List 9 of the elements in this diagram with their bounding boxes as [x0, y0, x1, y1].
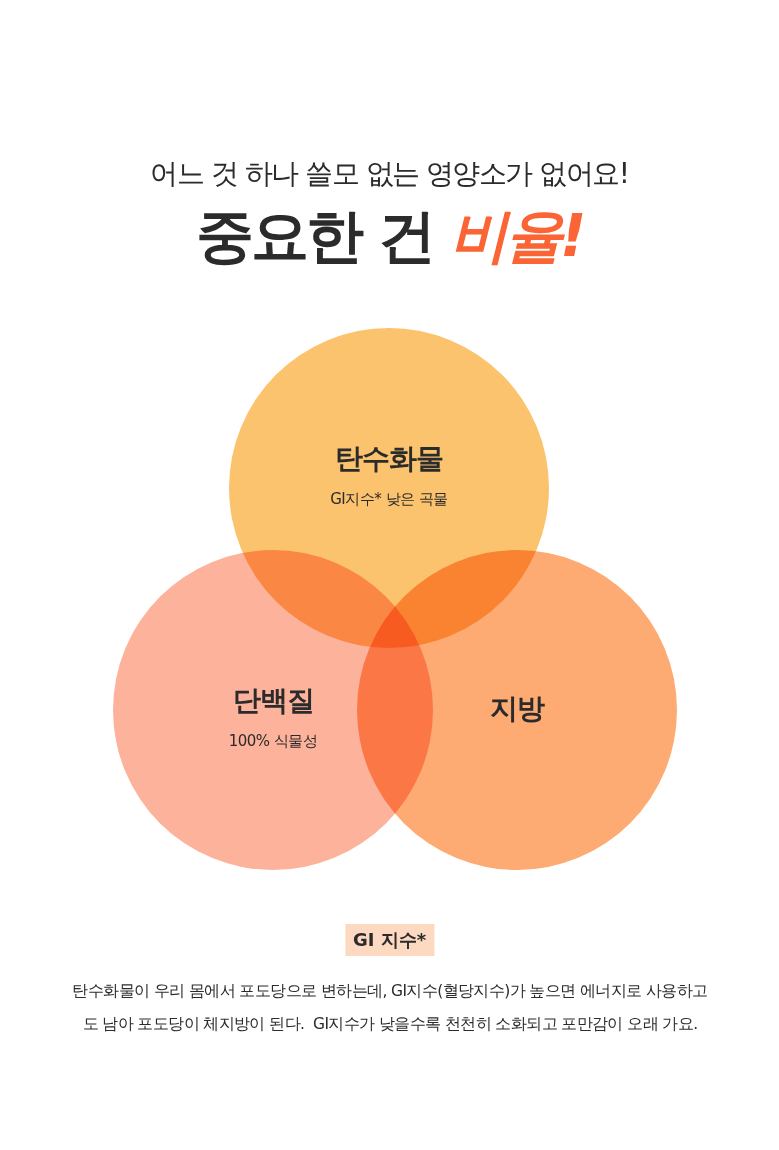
circle-subtext: 100% 식물성: [228, 732, 318, 751]
circle-heading: 단백질: [232, 683, 314, 719]
circle-heading: 탄수화물: [335, 441, 443, 477]
description-paragraph: 탄수화물이 우리 몸에서 포도당으로 변하는데, GI지수(혈당지수)가 높으면 에너지로 사용하고도 남아 포도당이 체지방이 된다. GI지수가 낮을수록 천천히 소화되고 포만감이 오래 가요.: [71, 981, 709, 1035]
title: 중요한 건 비율!: [194, 201, 585, 272]
circle-heading: 지방: [490, 691, 544, 727]
subheading: 어느 것 하나 쓸모 없는 영양소가 없어요!: [149, 156, 630, 192]
badge: GI 지수*: [344, 924, 435, 956]
circle-subtext: GI지수* 낮은 곡물: [330, 490, 448, 509]
